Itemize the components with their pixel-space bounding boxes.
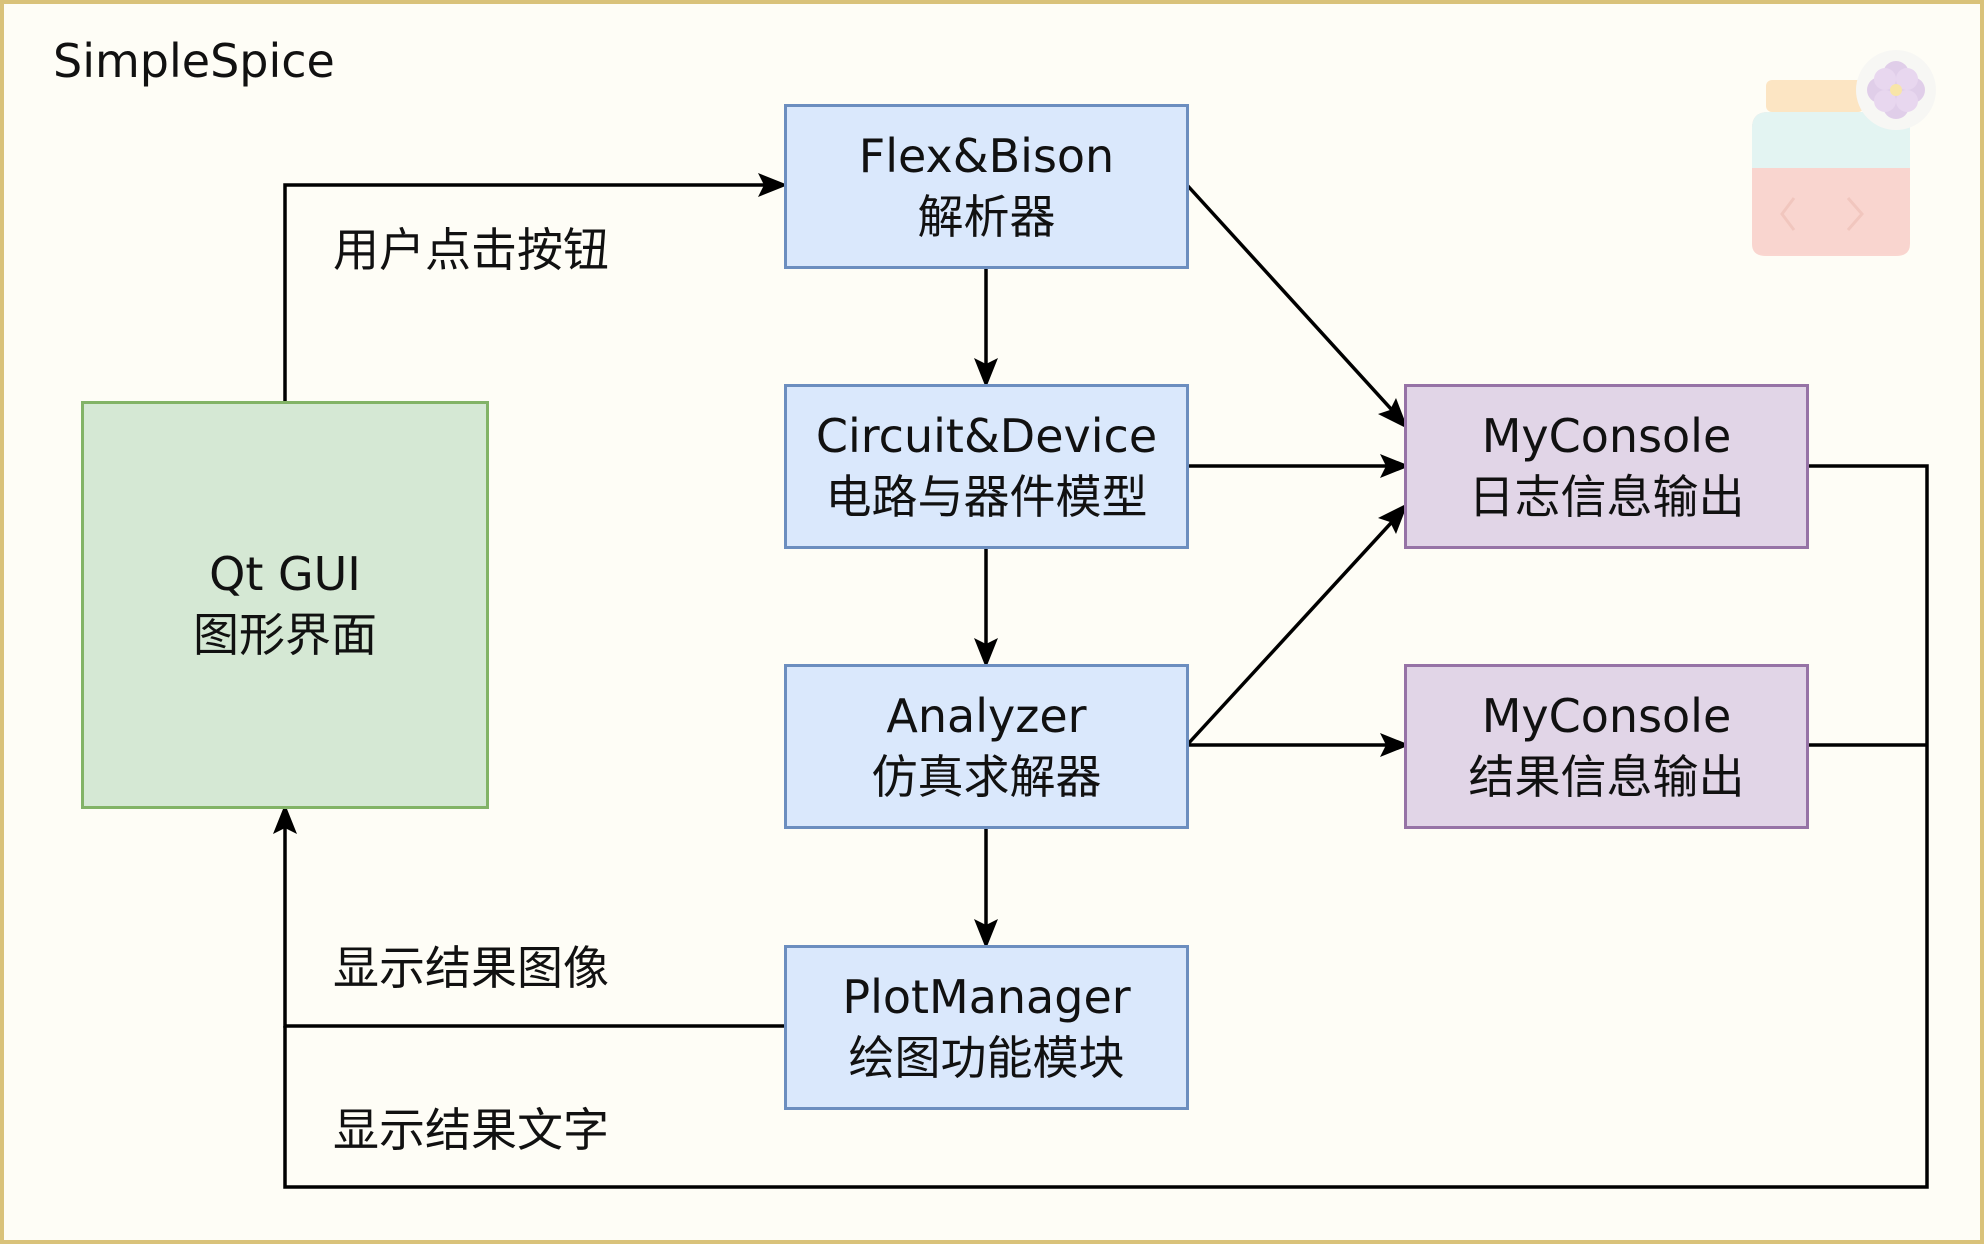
node-circuit-line2: 电路与器件模型	[825, 469, 1148, 524]
node-result-console-line2: 结果信息输出	[1468, 749, 1745, 804]
node-result-console: MyConsole 结果信息输出	[1404, 664, 1809, 829]
node-parser: Flex&Bison 解析器	[784, 104, 1189, 269]
node-plot-line1: PlotManager	[842, 969, 1131, 1024]
connector-layer	[273, 173, 1929, 1189]
edge-gui-to-parser	[283, 181, 780, 405]
node-analyzer: Analyzer 仿真求解器	[784, 664, 1189, 829]
arrowhead-gui	[273, 804, 297, 834]
arrowhead-plot	[974, 919, 998, 949]
edge-log-to-bus	[283, 464, 1929, 1189]
node-log-console-line1: MyConsole	[1481, 408, 1732, 463]
node-log-console-line2: 日志信息输出	[1468, 469, 1745, 524]
node-result-console-line1: MyConsole	[1481, 688, 1732, 743]
node-log-console: MyConsole 日志信息输出	[1404, 384, 1809, 549]
node-plot-line2: 绘图功能模块	[848, 1030, 1125, 1085]
edge-label-show-image: 显示结果图像	[333, 941, 609, 995]
node-circuit-line1: Circuit&Device	[815, 408, 1158, 463]
diagram-title: SimpleSpice	[53, 34, 335, 88]
arrowhead-log-mid	[1380, 454, 1410, 478]
node-analyzer-line2: 仿真求解器	[871, 749, 1102, 804]
node-parser-line2: 解析器	[917, 189, 1056, 244]
node-qt-gui-line2: 图形界面	[193, 608, 377, 662]
edge-label-user-click: 用户点击按钮	[333, 223, 609, 277]
node-parser-line1: Flex&Bison	[858, 128, 1115, 183]
jar-logo-icon	[1752, 50, 1936, 256]
arrowhead-analyzer	[974, 638, 998, 668]
arrowhead-circuit	[974, 358, 998, 388]
node-plot-manager: PlotManager 绘图功能模块	[784, 945, 1189, 1110]
edge-analyzer-to-log	[1185, 509, 1404, 747]
arrowhead-parser	[758, 173, 788, 197]
arrowhead-log-diag-bottom	[1378, 503, 1408, 534]
arrowhead-result	[1380, 733, 1410, 757]
node-circuit: Circuit&Device 电路与器件模型	[784, 384, 1189, 549]
node-analyzer-line1: Analyzer	[886, 688, 1087, 743]
edge-parser-to-log	[1185, 183, 1404, 423]
arrowhead-log-diag-top	[1378, 398, 1408, 429]
node-qt-gui-line1: Qt GUI	[209, 547, 361, 601]
edge-label-show-text: 显示结果文字	[333, 1103, 609, 1157]
node-qt-gui: Qt GUI 图形界面	[81, 401, 489, 809]
